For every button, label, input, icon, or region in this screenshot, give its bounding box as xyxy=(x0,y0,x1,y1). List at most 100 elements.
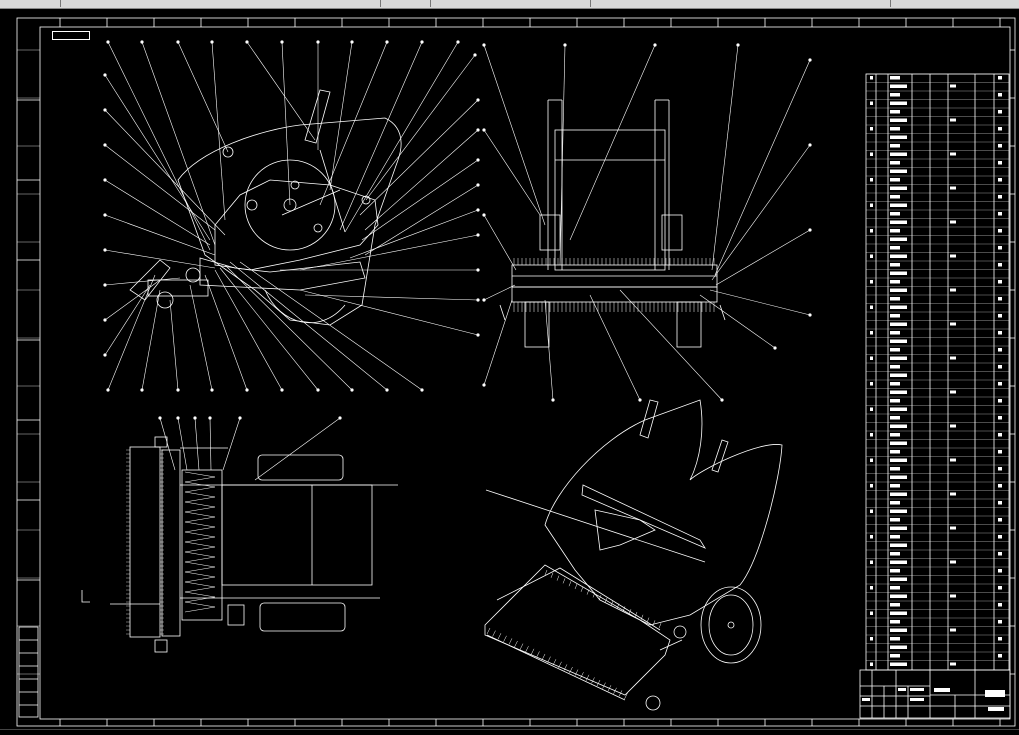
leader-balloon xyxy=(482,43,486,47)
drawing-line xyxy=(339,41,423,231)
table-cell-mark xyxy=(890,424,907,428)
leader-balloon xyxy=(476,98,480,102)
drawing-line xyxy=(483,129,541,216)
table-cell-mark xyxy=(890,458,907,462)
title-block xyxy=(859,669,1011,719)
leader-balloon xyxy=(638,398,642,402)
table-cell-mark xyxy=(890,611,907,615)
table-cell-mark xyxy=(870,356,873,360)
drawing-line xyxy=(177,417,188,471)
table-cell-mark xyxy=(890,552,900,556)
table-cell-mark xyxy=(890,339,907,343)
drawing-line xyxy=(483,214,517,271)
table-cell-mark xyxy=(890,271,907,275)
drawing-line xyxy=(184,571,216,578)
table-cell-mark xyxy=(998,280,1002,284)
drawing-line xyxy=(281,41,291,206)
toolbar-segment[interactable] xyxy=(430,0,591,7)
leader-balloon xyxy=(245,388,249,392)
drawing-line xyxy=(483,44,546,226)
drawing-line xyxy=(563,664,568,671)
table-cell-mark xyxy=(890,152,907,156)
drawing-line xyxy=(640,614,644,620)
drawing-line xyxy=(497,633,502,640)
table-cell-mark xyxy=(890,365,900,369)
drawing-line xyxy=(592,592,596,598)
leader-balloon xyxy=(482,128,486,132)
table-cell-mark xyxy=(870,433,873,437)
table-cell-mark xyxy=(890,169,907,173)
leader-balloon xyxy=(103,318,107,322)
drawing-line xyxy=(604,597,608,604)
table-cell-mark xyxy=(998,467,1002,471)
table-cell-mark xyxy=(950,186,956,190)
drawing-line xyxy=(184,541,216,548)
table-cell-mark xyxy=(890,492,907,496)
drawing-line xyxy=(547,656,551,663)
toolbar-segment[interactable] xyxy=(380,0,431,7)
drawing-line xyxy=(503,635,507,642)
table-cell-mark xyxy=(998,603,1002,607)
drawing-line xyxy=(107,274,156,391)
table-cell-mark xyxy=(890,654,900,658)
toolbar-segment[interactable] xyxy=(0,0,61,7)
drawing-line xyxy=(486,627,491,635)
toolbar-segment[interactable] xyxy=(890,0,1019,7)
table-cell-mark xyxy=(950,118,956,122)
table-cell-mark xyxy=(998,331,1002,335)
table-cell-mark xyxy=(890,586,900,590)
table-cell-mark xyxy=(950,594,956,598)
table-cell-mark xyxy=(998,110,1002,114)
drawing-line xyxy=(224,264,353,391)
command-line[interactable] xyxy=(0,729,1019,735)
leader-balloon xyxy=(210,40,214,44)
drawing-line xyxy=(184,536,216,543)
leader-balloon xyxy=(563,43,567,47)
parts-list-table xyxy=(865,73,1010,671)
drawing-line xyxy=(104,214,216,256)
leader-balloon xyxy=(473,53,477,57)
drawing-line xyxy=(104,277,181,286)
leader-balloon xyxy=(482,213,486,217)
cad-drawing-canvas[interactable]: L xyxy=(0,8,1019,729)
leader-balloon xyxy=(103,353,107,357)
table-cell-mark xyxy=(890,127,900,131)
drawing-line xyxy=(222,417,241,471)
drawing-line xyxy=(559,44,566,266)
drawing-line xyxy=(184,591,216,598)
leader-balloon xyxy=(476,268,480,272)
drawing-line xyxy=(214,269,283,391)
table-cell-mark xyxy=(890,212,900,216)
drawing-line xyxy=(613,687,617,694)
table-cell-mark xyxy=(890,186,907,190)
table-cell-mark xyxy=(870,509,873,513)
toolbar-segment[interactable] xyxy=(60,0,381,7)
drawing-line xyxy=(618,690,623,697)
drawing-line xyxy=(184,606,216,613)
drawing-line xyxy=(544,299,554,401)
toolbar-segment[interactable] xyxy=(590,0,891,7)
drawing-line xyxy=(541,653,546,661)
leader-balloon xyxy=(385,40,389,44)
drawing-line xyxy=(177,41,229,153)
table-cell-mark xyxy=(890,416,900,420)
table-cell-mark xyxy=(870,254,873,258)
leader-balloon xyxy=(140,40,144,44)
drawing-line xyxy=(104,279,161,321)
table-cell-mark xyxy=(890,263,900,267)
drawing-line xyxy=(361,159,479,241)
drawing-line xyxy=(508,638,513,645)
leader-balloon xyxy=(103,213,107,217)
drawing-line xyxy=(349,209,479,259)
table-cell-mark xyxy=(998,433,1002,437)
table-cell-mark xyxy=(890,178,900,182)
table-cell-mark xyxy=(890,382,900,386)
table-cell-mark xyxy=(950,254,956,258)
side-view xyxy=(103,40,480,392)
table-cell-mark xyxy=(998,297,1002,301)
leader-balloon xyxy=(456,40,460,44)
leader-balloon xyxy=(245,40,249,44)
drawing-line xyxy=(329,41,353,191)
table-cell-mark xyxy=(890,594,907,598)
table-cell-mark xyxy=(890,662,907,666)
